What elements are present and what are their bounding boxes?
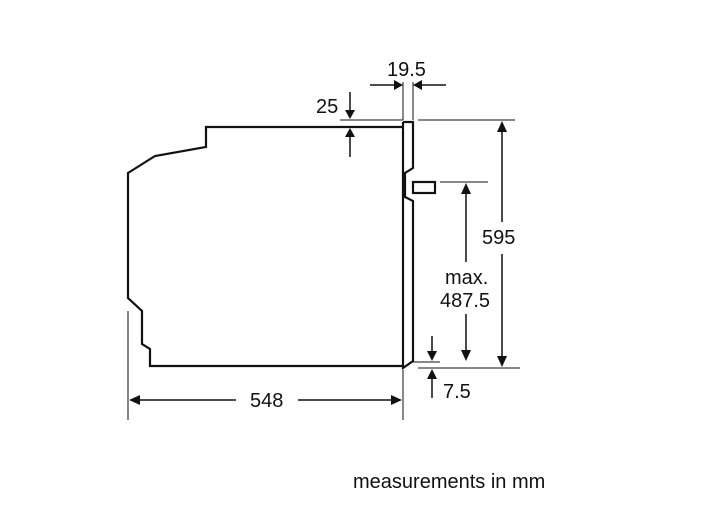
gap-label: 19.5 (387, 59, 426, 81)
offset-arrow-down-head (427, 351, 437, 361)
panel-arrow-up-head (345, 128, 355, 137)
depth-label: 548 (250, 390, 283, 412)
oven-door-front (401, 120, 415, 371)
height-arrow-head-bottom (497, 356, 507, 367)
depth-arrow-head-right (391, 395, 402, 405)
offset-arrow-up-head (427, 369, 437, 379)
height-label: 595 (482, 227, 515, 249)
offset-label: 7.5 (443, 381, 471, 403)
depth-arrow-head-left (129, 395, 140, 405)
cutout-arrow-head-top (461, 183, 471, 194)
height-arrow-head-top (497, 121, 507, 132)
oven-body-outline (126, 125, 403, 368)
gap-arrow-right-head (413, 80, 422, 90)
panel-label: 25 (316, 96, 338, 118)
cutout-label-line2: 487.5 (440, 290, 490, 312)
cutout-arrow-head-bottom (461, 350, 471, 361)
units-caption: measurements in mm (353, 471, 546, 493)
panel-arrow-down-head (345, 110, 355, 119)
gap-arrow-left-head (394, 80, 403, 90)
cutout-label-line1: max. (445, 267, 488, 289)
oven-handle (411, 180, 437, 195)
